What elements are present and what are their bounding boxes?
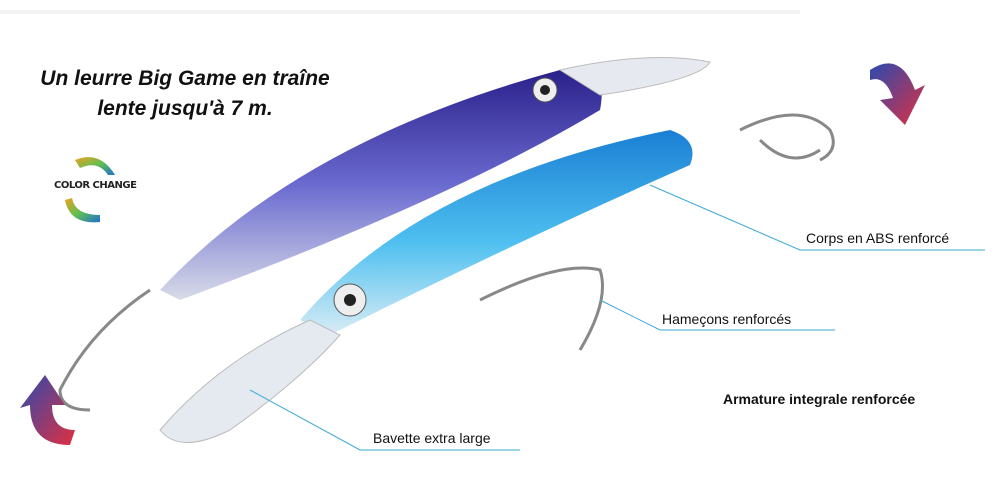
- lure-blue: [159, 130, 693, 443]
- rotate-arrow-icon: [870, 63, 925, 125]
- callout-body: Corps en ABS renforcé: [806, 230, 950, 246]
- callout-hooks: Hameçons renforcés: [662, 311, 792, 327]
- callout-frame: Armature integrale renforcée: [723, 391, 916, 407]
- callout-lines: [249, 184, 985, 451]
- headline-line-2: lente jusqu'à 7 m.: [97, 97, 273, 120]
- lure-purple: [160, 57, 711, 300]
- color-change-badge: COLOR CHANGE: [54, 180, 137, 191]
- headline: Un leurre Big Game en traîne lente jusqu…: [20, 64, 350, 124]
- hooks: [58, 113, 835, 412]
- rotate-arrow-icon: [20, 375, 75, 445]
- callout-lip: Bavette extra large: [373, 430, 491, 446]
- headline-line-1: Un leurre Big Game en traîne: [40, 67, 330, 90]
- color-change-logo: [65, 157, 115, 223]
